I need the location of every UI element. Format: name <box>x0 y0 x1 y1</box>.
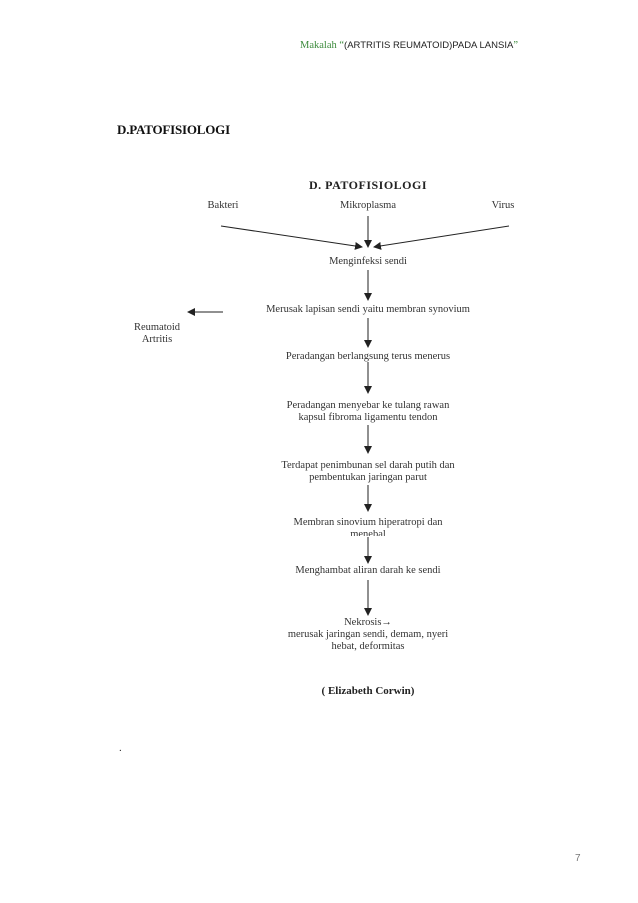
stray-dot: . <box>119 742 122 754</box>
section-heading: D.PATOFISIOLOGI <box>117 122 230 137</box>
cause-bakteri: Bakteri <box>207 200 239 211</box>
arrow-virus <box>373 225 510 250</box>
cause-virus: Virus <box>491 200 515 211</box>
step-necrosis-line-2: merusak jaringan sendi, demam, nyeri <box>287 629 449 640</box>
step-damage-synovium: Merusak lapisan sendi yaitu membran syno… <box>266 304 470 315</box>
step-synovium-hypertrophy-line-2: menebal <box>350 529 386 536</box>
diagram-citation: ( Elizabeth Corwin) <box>321 685 415 697</box>
flowchart-arrows <box>187 216 510 616</box>
header-prefix: Makalah “ <box>300 40 345 51</box>
page-number: 7 <box>575 853 581 864</box>
side-result-line-2: Artritis <box>141 334 173 345</box>
step-continuous-inflammation: Peradangan berlangsung terus menerus <box>285 351 451 362</box>
step-infect-joint: Menginfeksi sendi <box>329 256 407 267</box>
header-suffix: ” <box>513 40 518 51</box>
step-blood-flow-blocked: Menghambat aliran darah ke sendi <box>295 565 441 576</box>
step-inflammation-spread: Peradangan menyebar ke tulang rawan kaps… <box>228 400 508 424</box>
step-synovium-hypertrophy-line-1: Membran sinovium hiperatropi dan <box>293 517 443 528</box>
side-result: Reumatoid Artritis <box>112 322 202 346</box>
page-header: Makalah “(ARTRITIS REUMATOID)PADA LANSIA… <box>300 40 630 51</box>
diagram-title: D. PATOFISIOLOGI <box>308 178 428 192</box>
step-white-cell-accumulation-line-1: Terdapat penimbunan sel darah putih dan <box>281 460 455 471</box>
step-inflammation-spread-line-1: Peradangan menyebar ke tulang rawan <box>286 400 450 411</box>
step-necrosis: Nekrosis→ merusak jaringan sendi, demam,… <box>228 617 508 653</box>
header-title: (ARTRITIS REUMATOID)PADA LANSIA <box>344 40 514 51</box>
step-necrosis-line-1: Nekrosis→ <box>344 617 392 628</box>
step-synovium-hypertrophy: Membran sinovium hiperatropi dan menebal <box>238 517 498 536</box>
arrow-bakteri <box>220 225 363 250</box>
step-necrosis-line-3: hebat, deformitas <box>331 641 405 652</box>
pathophysiology-flowchart: D. PATOFISIOLOGI Bakteri Mikroplasma Vir… <box>120 170 540 715</box>
step-inflammation-spread-line-2: kapsul fibroma ligamentu tendon <box>298 412 438 423</box>
cause-mikroplasma: Mikroplasma <box>340 200 396 211</box>
side-result-line-1: Reumatoid <box>133 322 181 333</box>
step-white-cell-accumulation: Terdapat penimbunan sel darah putih dan … <box>228 460 508 484</box>
step-white-cell-accumulation-line-2: pembentukan jaringan parut <box>309 472 427 483</box>
